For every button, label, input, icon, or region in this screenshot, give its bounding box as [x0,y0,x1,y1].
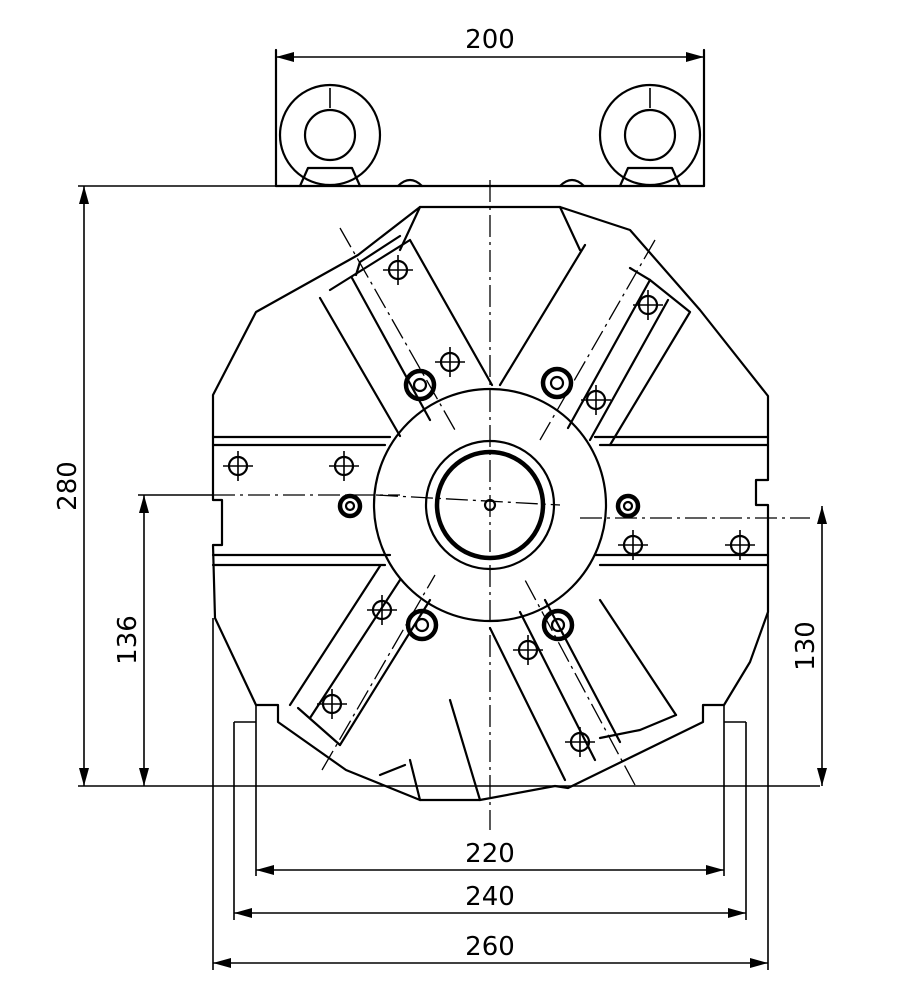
bolt-hole [367,595,397,625]
bolt-hole [383,255,413,285]
dimension-130: 130 [791,506,827,786]
bolt-hole [618,530,648,560]
dimension-240: 240 [234,882,746,918]
bolt-hole [223,451,253,481]
socket-bolt [540,366,574,400]
dimension-220: 220 [256,839,724,875]
dimension-label-280: 280 [53,461,83,511]
dimension-136: 136 [113,494,213,786]
dimension-label-136: 136 [113,615,143,665]
dimension-label-220: 220 [465,839,515,869]
bolt-hole [565,727,595,757]
left-lifting-eye [278,83,382,188]
bolt-hole [725,530,755,560]
bolt-holes [223,255,755,757]
socket-bolts [337,366,641,642]
dimension-label-130: 130 [791,621,821,671]
socket-bolt [615,493,641,519]
right-lifting-eye [598,83,702,188]
dimension-extension-lines [212,612,769,970]
bolt-hole [633,290,663,320]
dimension-200: 200 [276,25,704,62]
socket-bolt [405,608,439,642]
bolt-hole [317,689,347,719]
dimension-label-200: 200 [465,25,515,55]
bolt-hole [513,635,543,665]
bolt-hole [435,347,465,377]
socket-bolt [403,368,437,402]
lifting-block [274,48,706,188]
dimension-260: 260 [213,932,768,968]
bolt-hole [581,385,611,415]
socket-bolt [337,493,363,519]
socket-bolt [541,608,575,642]
dimension-280: 280 [53,185,820,787]
dimension-label-240: 240 [465,882,515,912]
dimension-label-260: 260 [465,932,515,962]
bolt-hole [329,451,359,481]
center-lines [213,180,810,830]
